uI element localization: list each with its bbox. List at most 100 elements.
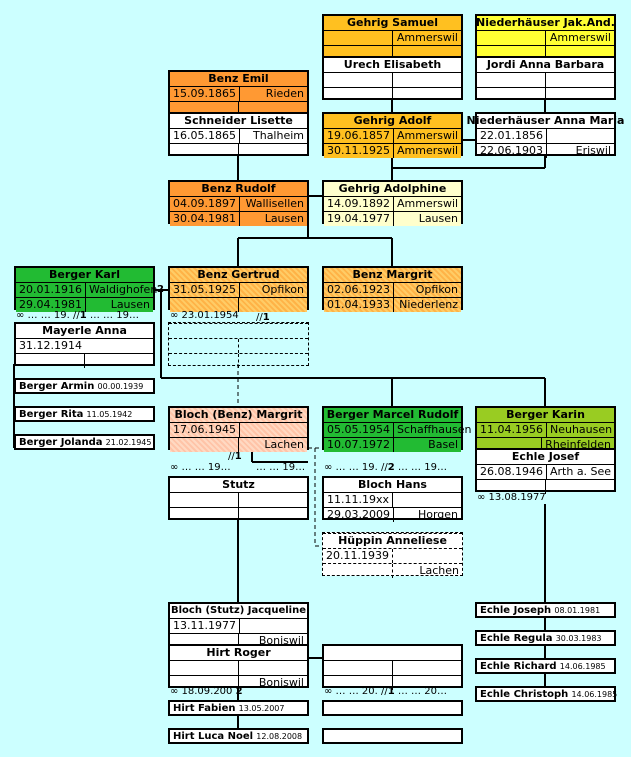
death-date xyxy=(170,508,238,522)
child-echle-richard[interactable]: Echle Richard 14.06.1985 xyxy=(475,658,616,674)
child-berger-jolanda[interactable]: Berger Jolanda 21.02.1945 xyxy=(14,434,155,450)
child-unknown-1[interactable] xyxy=(322,700,463,716)
death-place: Eriswil xyxy=(545,144,614,158)
birth-place: Waldighofen xyxy=(84,283,160,297)
child-berger-rita[interactable]: Berger Rita 11.05.1942 xyxy=(14,406,155,422)
divorce-date: … … 19… xyxy=(89,310,139,321)
birth-place xyxy=(238,423,307,437)
birth-place: Rieden xyxy=(238,87,307,101)
death-place: Horgen xyxy=(392,508,461,522)
birth-date xyxy=(170,493,238,507)
person-stutz[interactable]: Stutz xyxy=(168,476,309,522)
death-place xyxy=(238,144,307,158)
death-place xyxy=(392,676,461,690)
divorce-mark: // xyxy=(380,462,388,473)
person-name: Berger Karl xyxy=(16,268,153,282)
child-unknown-2[interactable] xyxy=(322,728,463,744)
child-berger-armin[interactable]: Berger Armin 00.00.1939 xyxy=(14,378,155,394)
person-unknown-hirt-partner[interactable] xyxy=(322,644,463,690)
person-name: Niederhäuser Anna Maria xyxy=(466,114,625,127)
person-name: Mayerle Anna xyxy=(42,324,127,337)
child-date: 21.02.1945 xyxy=(105,438,152,447)
death-date: 19.04.1977 xyxy=(327,212,390,225)
birth-place: Ammerswil xyxy=(392,31,461,45)
child-hirt-fabien[interactable]: Hirt Fabien 13.05.2007 xyxy=(168,700,309,716)
death-date xyxy=(324,88,392,102)
person-bloch-benz-margrit[interactable]: Bloch (Benz) Margrit 17.06.1945 Lachen xyxy=(168,406,309,452)
person-unknown-partner[interactable] xyxy=(168,322,309,368)
marriage-karl-anna: ∞ … … 19. //1 … … 19… xyxy=(16,310,139,322)
death-place: Lachen xyxy=(238,438,307,452)
person-hueppin-anneliese[interactable]: Hüppin Anneliese 20.11.1939 Lachen xyxy=(322,532,463,578)
marriage-date: ∞ 18.09.200 xyxy=(170,686,233,697)
child-name: Hirt Luca Noel xyxy=(173,731,254,742)
person-name: Benz Emil xyxy=(170,72,307,86)
person-niederhaeuser-anna[interactable]: Niederhäuser Anna Maria 22.01.1856 22.06… xyxy=(466,112,625,158)
child-date: 08.01.1981 xyxy=(554,606,601,615)
child-echle-christoph[interactable]: Echle Christoph 14.06.1985 xyxy=(475,686,618,702)
marriage-margrit-divorce: //1 xyxy=(228,451,242,463)
death-date xyxy=(169,354,238,368)
death-place xyxy=(238,102,307,116)
child-name: Hirt Fabien xyxy=(173,703,236,714)
child-echle-regula[interactable]: Echle Regula 30.03.1983 xyxy=(475,630,616,646)
birth-place: Opfikon xyxy=(392,283,461,297)
person-mayerle-anna[interactable]: Mayerle Anna 31.12.1914 xyxy=(14,322,155,368)
birth-place xyxy=(238,493,307,507)
marriage-number: 2 xyxy=(235,686,243,697)
birth-place: Wallisellen xyxy=(238,197,307,211)
birth-place: Neuhausen xyxy=(545,423,615,437)
person-name: Gehrig Samuel xyxy=(324,16,461,30)
divorce-date: … … 19… xyxy=(256,462,306,473)
death-place: Basel xyxy=(392,438,461,452)
birth-date: 20.11.1939 xyxy=(326,549,389,562)
birth-place xyxy=(545,73,614,87)
person-jordi-anna[interactable]: Jordi Anna Barbara xyxy=(475,56,616,102)
person-gehrig-samuel[interactable]: Gehrig Samuel Ammerswil xyxy=(322,14,463,60)
birth-place xyxy=(545,129,614,143)
person-name: Niederhäuser Jak.And. xyxy=(476,16,615,30)
death-place: Boniswil xyxy=(238,676,307,690)
birth-place: Opfikon xyxy=(238,283,307,297)
marriage-unknown-pair: ∞ … … 20. //1 … … 20… xyxy=(324,686,447,698)
marriage-date: ∞ … … 20. xyxy=(324,686,378,697)
marriage-jacqueline-roger: ∞ 18.09.200 2 xyxy=(170,686,243,698)
child-echle-joseph[interactable]: Echle Joseph 08.01.1981 xyxy=(475,602,616,618)
child-name: Echle Joseph xyxy=(480,605,552,616)
person-bloch-stutz-jacqueline[interactable]: Bloch (Stutz) Jacqueline 13.11.1977 Boni… xyxy=(168,602,309,648)
birth-place xyxy=(238,339,308,353)
death-place: Lausen xyxy=(84,298,153,312)
person-name: Benz Margrit xyxy=(324,268,461,282)
birth-place: Ammerswil xyxy=(392,197,461,211)
marriage-gertrud-date: ∞ 23.01.1954 xyxy=(170,310,239,321)
child-date: 14.06.1985 xyxy=(571,690,618,699)
child-hirt-luca[interactable]: Hirt Luca Noel 12.08.2008 xyxy=(168,728,309,744)
birth-place: Ammerswil xyxy=(392,129,461,143)
marriage-gertrud-divorce: //1 xyxy=(256,312,270,324)
birth-date xyxy=(324,31,392,45)
person-hirt-roger[interactable]: Hirt Roger Boniswil xyxy=(168,644,309,690)
child-date: 12.08.2008 xyxy=(256,732,303,741)
person-name: Benz Rudolf xyxy=(170,182,307,196)
birth-place xyxy=(392,549,462,563)
person-name: Stutz xyxy=(222,478,255,491)
child-date: 14.06.1985 xyxy=(559,662,606,671)
person-urech-elisabeth[interactable]: Urech Elisabeth xyxy=(322,56,463,102)
person-niederhaeuser-jak[interactable]: Niederhäuser Jak.And. Ammerswil xyxy=(475,14,616,60)
death-place xyxy=(545,88,614,102)
birth-date xyxy=(170,661,238,675)
death-place: Boniswil xyxy=(238,634,307,648)
